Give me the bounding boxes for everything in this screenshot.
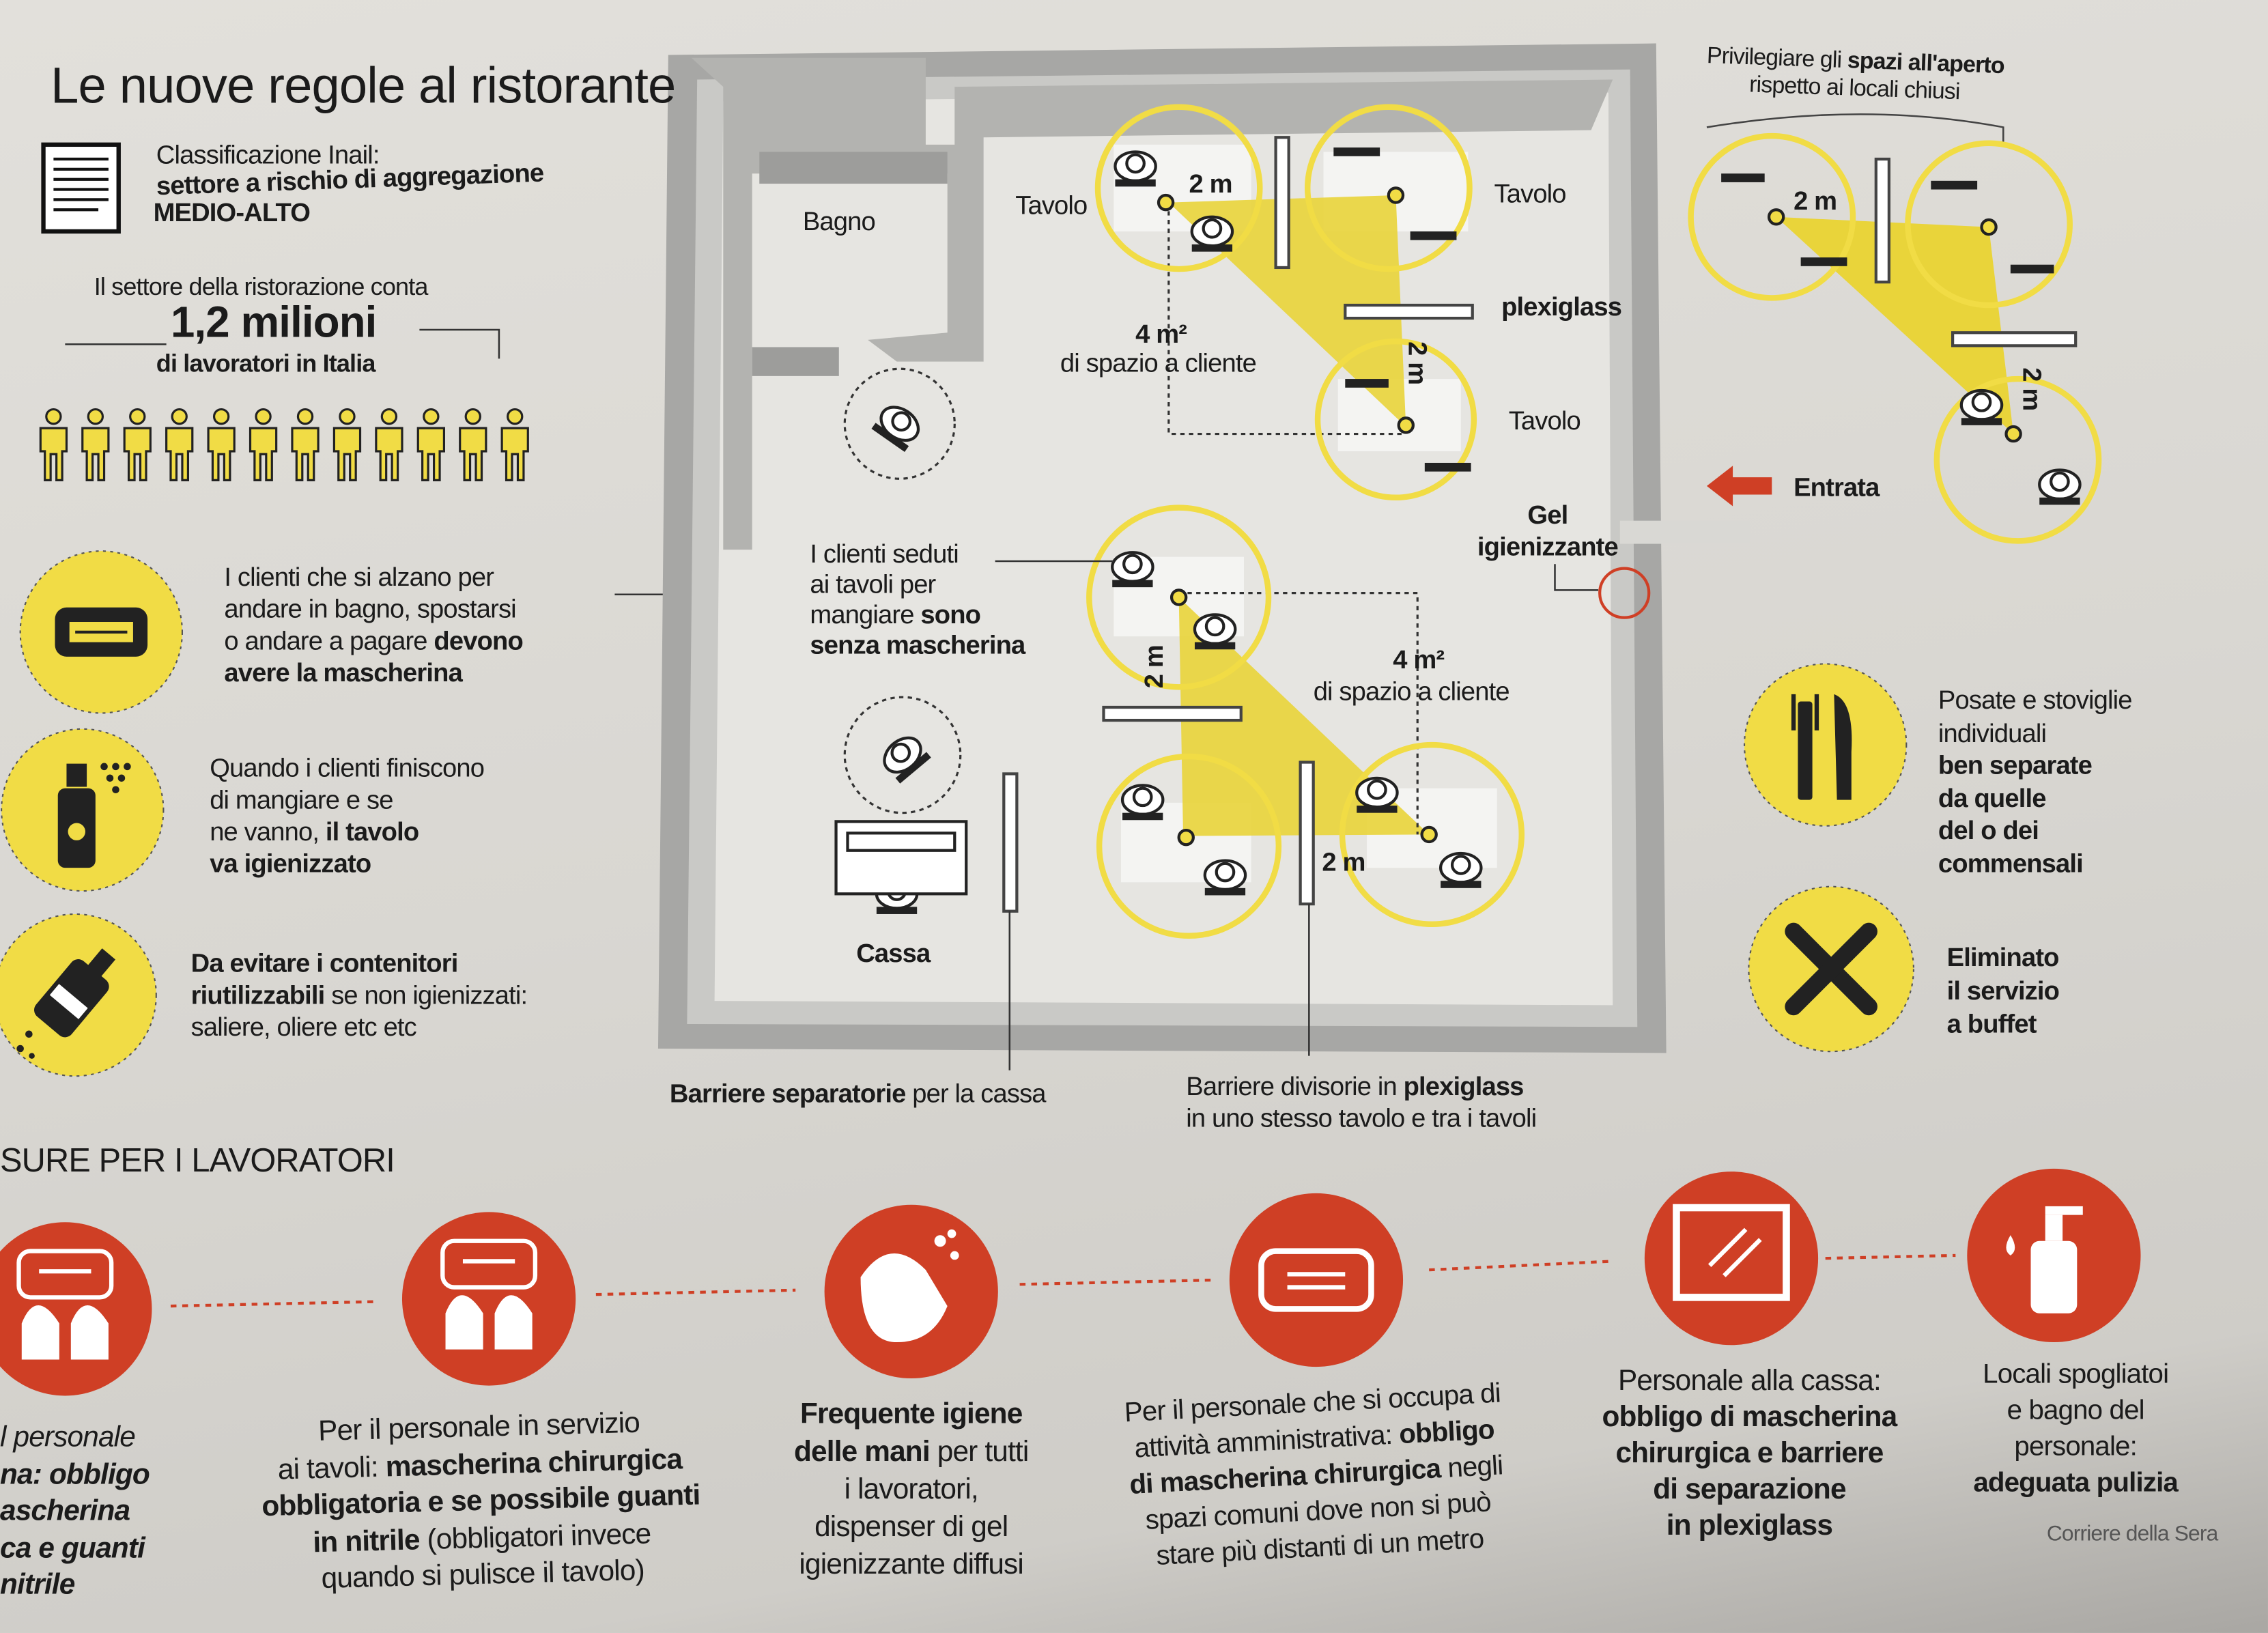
worker-measure-2: Per il personale in servizio ai tavoli: … [261,1407,700,1595]
entrata-arrow-icon [1706,466,1772,507]
label-bagno: Bagno [802,206,876,236]
worker-person-icon [416,408,445,481]
worker-person-icon [207,408,236,481]
worker-person-icon [165,408,194,481]
caption-plexiglass-dividers: Barriere divisorie in plexiglass in uno … [1186,1071,1537,1133]
classification-label: Classificazione Inail: [156,140,380,169]
worker-person-icon [249,408,278,481]
worker-person-icon [332,408,362,481]
worker-person-icon [375,408,403,481]
workers-suffix: di lavoratori in Italia [156,350,376,378]
label-dist-left: 2 m [1139,645,1169,689]
caption-cassa-barriers: Barriere separatorie per la cassa [669,1079,1047,1108]
workers-section-heading: SURE PER I LAVORATORI [0,1141,395,1179]
workers-intro: Il settore della ristorazione conta [94,273,429,301]
worker-measure-5: Personale alla cassa: obbligo di mascher… [1602,1365,1897,1542]
document-icon [41,142,121,234]
page-title: Le nuove regole al ristorante [51,57,676,115]
outdoor-dist-right: 2 m [2017,367,2047,411]
classification-level: MEDIO-ALTO [153,198,311,227]
workers-number: 1,2 milioni [170,299,377,347]
worker-person-icon [500,408,529,481]
cutlery-icon [1743,663,1908,827]
outdoor-dist-top: 2 m [1794,186,1837,216]
outdoor-diagram [1688,113,2102,544]
label-tavolo-3: Tavolo [1508,406,1581,436]
plexiglass-barrier-icon [1644,1172,1819,1346]
worker-person-icon [81,408,110,481]
label-tavolo-2: Tavolo [1494,179,1567,209]
label-dist-bottom: 2 m [1322,847,1365,877]
credit: Corriere della Sera [2046,1521,2218,1546]
cruet-bottle-icon [0,913,157,1077]
worker-person-icon [459,408,487,481]
label-area-caption-bottom: di spazio a cliente [1313,677,1510,706]
label-area-caption-top: di spazio a cliente [1060,348,1257,378]
note-containers: Da evitare i contenitori riutilizzabili … [190,948,528,1042]
face-mask-icon [1229,1193,1404,1367]
label-entrata: Entrata [1794,472,1880,502]
worker-person-icon [291,408,320,481]
spray-bottle-icon [1,728,165,892]
soap-dispenser-icon [1967,1168,2141,1343]
label-area-bottom: 4 m² [1393,644,1445,674]
label-tavolo-1: Tavolo [1015,190,1088,221]
label-dist-top: 2 m [1189,169,1232,199]
worker-person-icon [39,408,68,481]
label-area-top: 4 m² [1135,320,1187,349]
face-mask-icon [19,550,184,714]
hand-washing-icon [824,1204,998,1379]
worker-measure-3: Frequente igiene delle mani per tutti i … [794,1398,1029,1581]
mask-gloves-icon [401,1212,576,1386]
worker-measures-icons [0,1168,2141,1396]
workers-icon-row [39,408,529,481]
label-plexiglass: plexiglass [1501,292,1622,322]
cross-icon [1748,885,1914,1053]
worker-person-icon [123,408,152,481]
floor-plan [657,43,1750,1070]
mask-gloves-icon [0,1222,152,1396]
label-cassa: Cassa [856,938,931,968]
worker-measure-4: Per il personale che si occupa di attivi… [1123,1378,1504,1572]
label-dist-right: 2 m [1402,341,1432,385]
